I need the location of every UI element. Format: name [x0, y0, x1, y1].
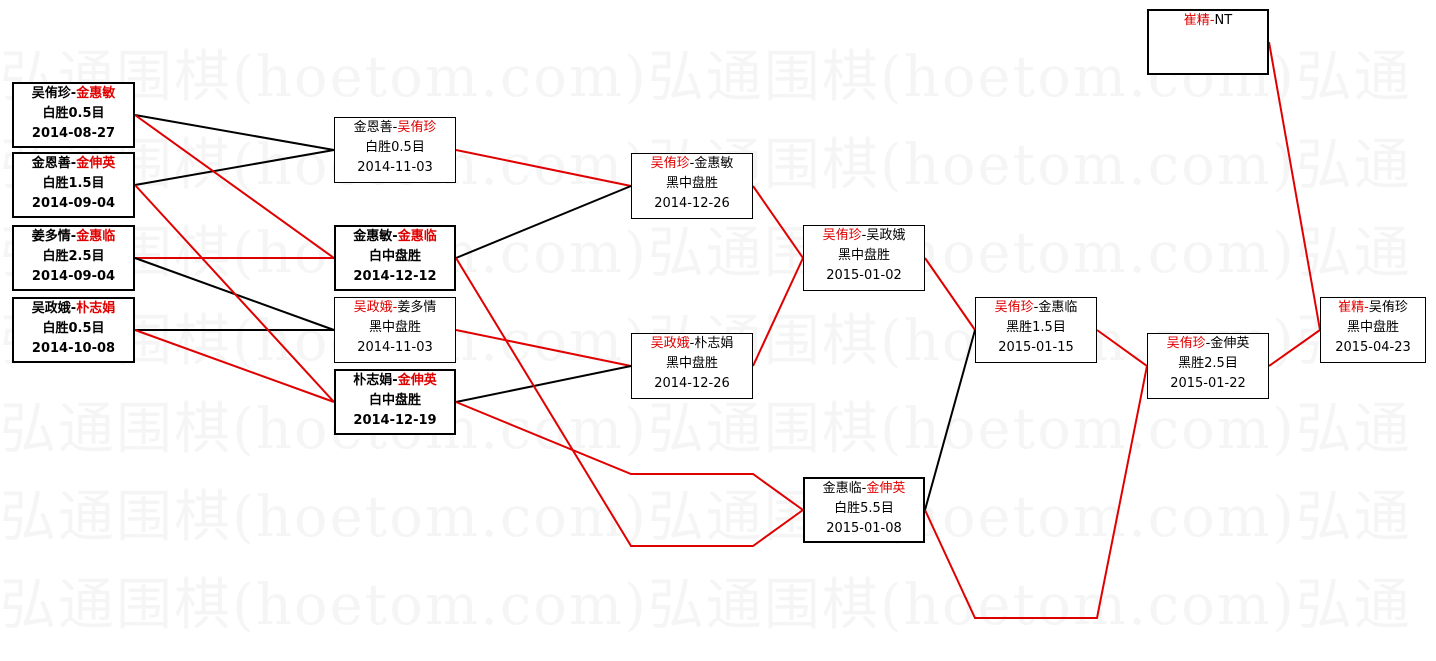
match-date: 2014-09-04	[31, 196, 116, 211]
match-players: 吴侑珍-吴政娥	[822, 228, 906, 243]
match-box: 吴侑珍-金惠临 黑胜1.5目 2015-01-15	[975, 297, 1097, 363]
connector-line	[455, 401, 804, 511]
match-date: 2014-12-26	[654, 376, 730, 391]
match-box: 吴政娥-朴志娟 黑中盘胜 2014-12-26	[631, 333, 753, 399]
match-players: 金恩善-金伸英	[31, 156, 116, 171]
match-box: 吴侑珍-吴政娥 黑中盘胜 2015-01-02	[803, 225, 925, 291]
match-players: 姜多情-金惠临	[31, 229, 116, 244]
match-date: 2014-10-08	[31, 341, 116, 356]
match-date: 2015-01-02	[826, 268, 902, 283]
connector-line	[455, 329, 632, 367]
match-box: 朴志娟-金伸英 白中盘胜 2014-12-19	[334, 369, 456, 435]
match-box: 姜多情-金惠临 白胜2.5目 2014-09-04	[12, 225, 135, 291]
match-box: 吴侑珍-金惠敏 黑中盘胜 2014-12-26	[631, 153, 753, 219]
match-players: 金惠敏-金惠临	[353, 229, 437, 244]
connector-line	[134, 329, 335, 403]
match-result: 白胜0.5目	[42, 321, 105, 336]
connector-line	[752, 185, 804, 259]
match-date: 2015-04-23	[1335, 340, 1411, 355]
match-result: 白胜0.5目	[42, 106, 105, 121]
match-result: 白中盘胜	[368, 393, 421, 408]
connector-line	[752, 257, 804, 367]
match-box: 吴政娥-姜多情 黑中盘胜 2014-11-03	[334, 297, 456, 363]
match-players: 吴政娥-姜多情	[353, 300, 437, 315]
match-players: 吴侑珍-金惠临	[994, 300, 1078, 315]
match-box: 金惠临-金伸英 白胜5.5目 2015-01-08	[803, 477, 925, 543]
connector-line	[134, 184, 335, 403]
match-date: 2014-09-04	[31, 269, 116, 284]
match-box: 金恩善-金伸英 白胜1.5目 2014-09-04	[12, 152, 135, 218]
connector-line	[1096, 329, 1148, 367]
match-result: 白胜0.5目	[365, 140, 425, 155]
connector-line	[924, 257, 976, 331]
match-box: 金惠敏-金惠临 白中盘胜 2014-12-12	[334, 225, 456, 291]
match-box: 崔精-NT	[1147, 9, 1269, 75]
match-result: 黑中盘胜	[1346, 320, 1399, 335]
match-result: 黑中盘胜	[368, 320, 421, 335]
connector-line	[1268, 41, 1321, 331]
match-date: 2014-12-19	[353, 413, 437, 428]
connector-line	[455, 257, 804, 547]
match-date: 2015-01-08	[826, 521, 902, 536]
match-players: 崔精-吴侑珍	[1338, 300, 1408, 315]
match-result: 黑中盘胜	[665, 176, 718, 191]
match-date: 2015-01-22	[1170, 376, 1246, 391]
connector-line	[924, 329, 976, 511]
connector-line	[134, 114, 335, 151]
match-result: 黑胜1.5目	[1006, 320, 1066, 335]
match-date: 2014-12-12	[353, 269, 437, 284]
match-players: 吴侑珍-金伸英	[1166, 336, 1250, 351]
match-result: 黑中盘胜	[665, 356, 718, 371]
connector-line	[924, 365, 1148, 619]
match-date: 2014-12-26	[654, 196, 730, 211]
match-result: 白胜2.5目	[42, 249, 105, 264]
match-box: 吴侑珍-金惠敏 白胜0.5目 2014-08-27	[12, 82, 135, 148]
connector-line	[134, 114, 335, 259]
match-result: 黑胜2.5目	[1178, 356, 1238, 371]
match-result: 白胜1.5目	[42, 176, 105, 191]
match-result: 白胜5.5目	[834, 501, 894, 516]
match-players: 金惠临-金伸英	[822, 481, 906, 496]
match-result: 黑中盘胜	[837, 248, 890, 263]
match-players: 吴侑珍-金惠敏	[650, 156, 734, 171]
match-players: 崔精-NT	[1183, 13, 1233, 28]
connector-line	[134, 149, 335, 186]
match-date: 2014-08-27	[31, 126, 116, 141]
match-players: 金恩善-吴侑珍	[353, 120, 437, 135]
match-box: 吴侑珍-金伸英 黑胜2.5目 2015-01-22	[1147, 333, 1269, 399]
match-players: 吴政娥-朴志娟	[650, 336, 734, 351]
connector-line	[1268, 329, 1321, 367]
match-result: 白中盘胜	[368, 249, 421, 264]
match-box: 崔精-吴侑珍 黑中盘胜 2015-04-23	[1320, 297, 1426, 363]
match-date: 2015-01-15	[998, 340, 1074, 355]
connector-line	[455, 185, 632, 259]
match-players: 朴志娟-金伸英	[353, 373, 437, 388]
connector-line	[455, 365, 632, 403]
connector-line	[455, 149, 632, 187]
match-date: 2014-11-03	[357, 340, 433, 355]
match-box: 金恩善-吴侑珍 白胜0.5目 2014-11-03	[334, 117, 456, 183]
match-date: 2014-11-03	[357, 160, 433, 175]
match-players: 吴侑珍-金惠敏	[31, 86, 116, 101]
match-box: 吴政娥-朴志娟 白胜0.5目 2014-10-08	[12, 297, 135, 363]
match-players: 吴政娥-朴志娟	[31, 301, 116, 316]
